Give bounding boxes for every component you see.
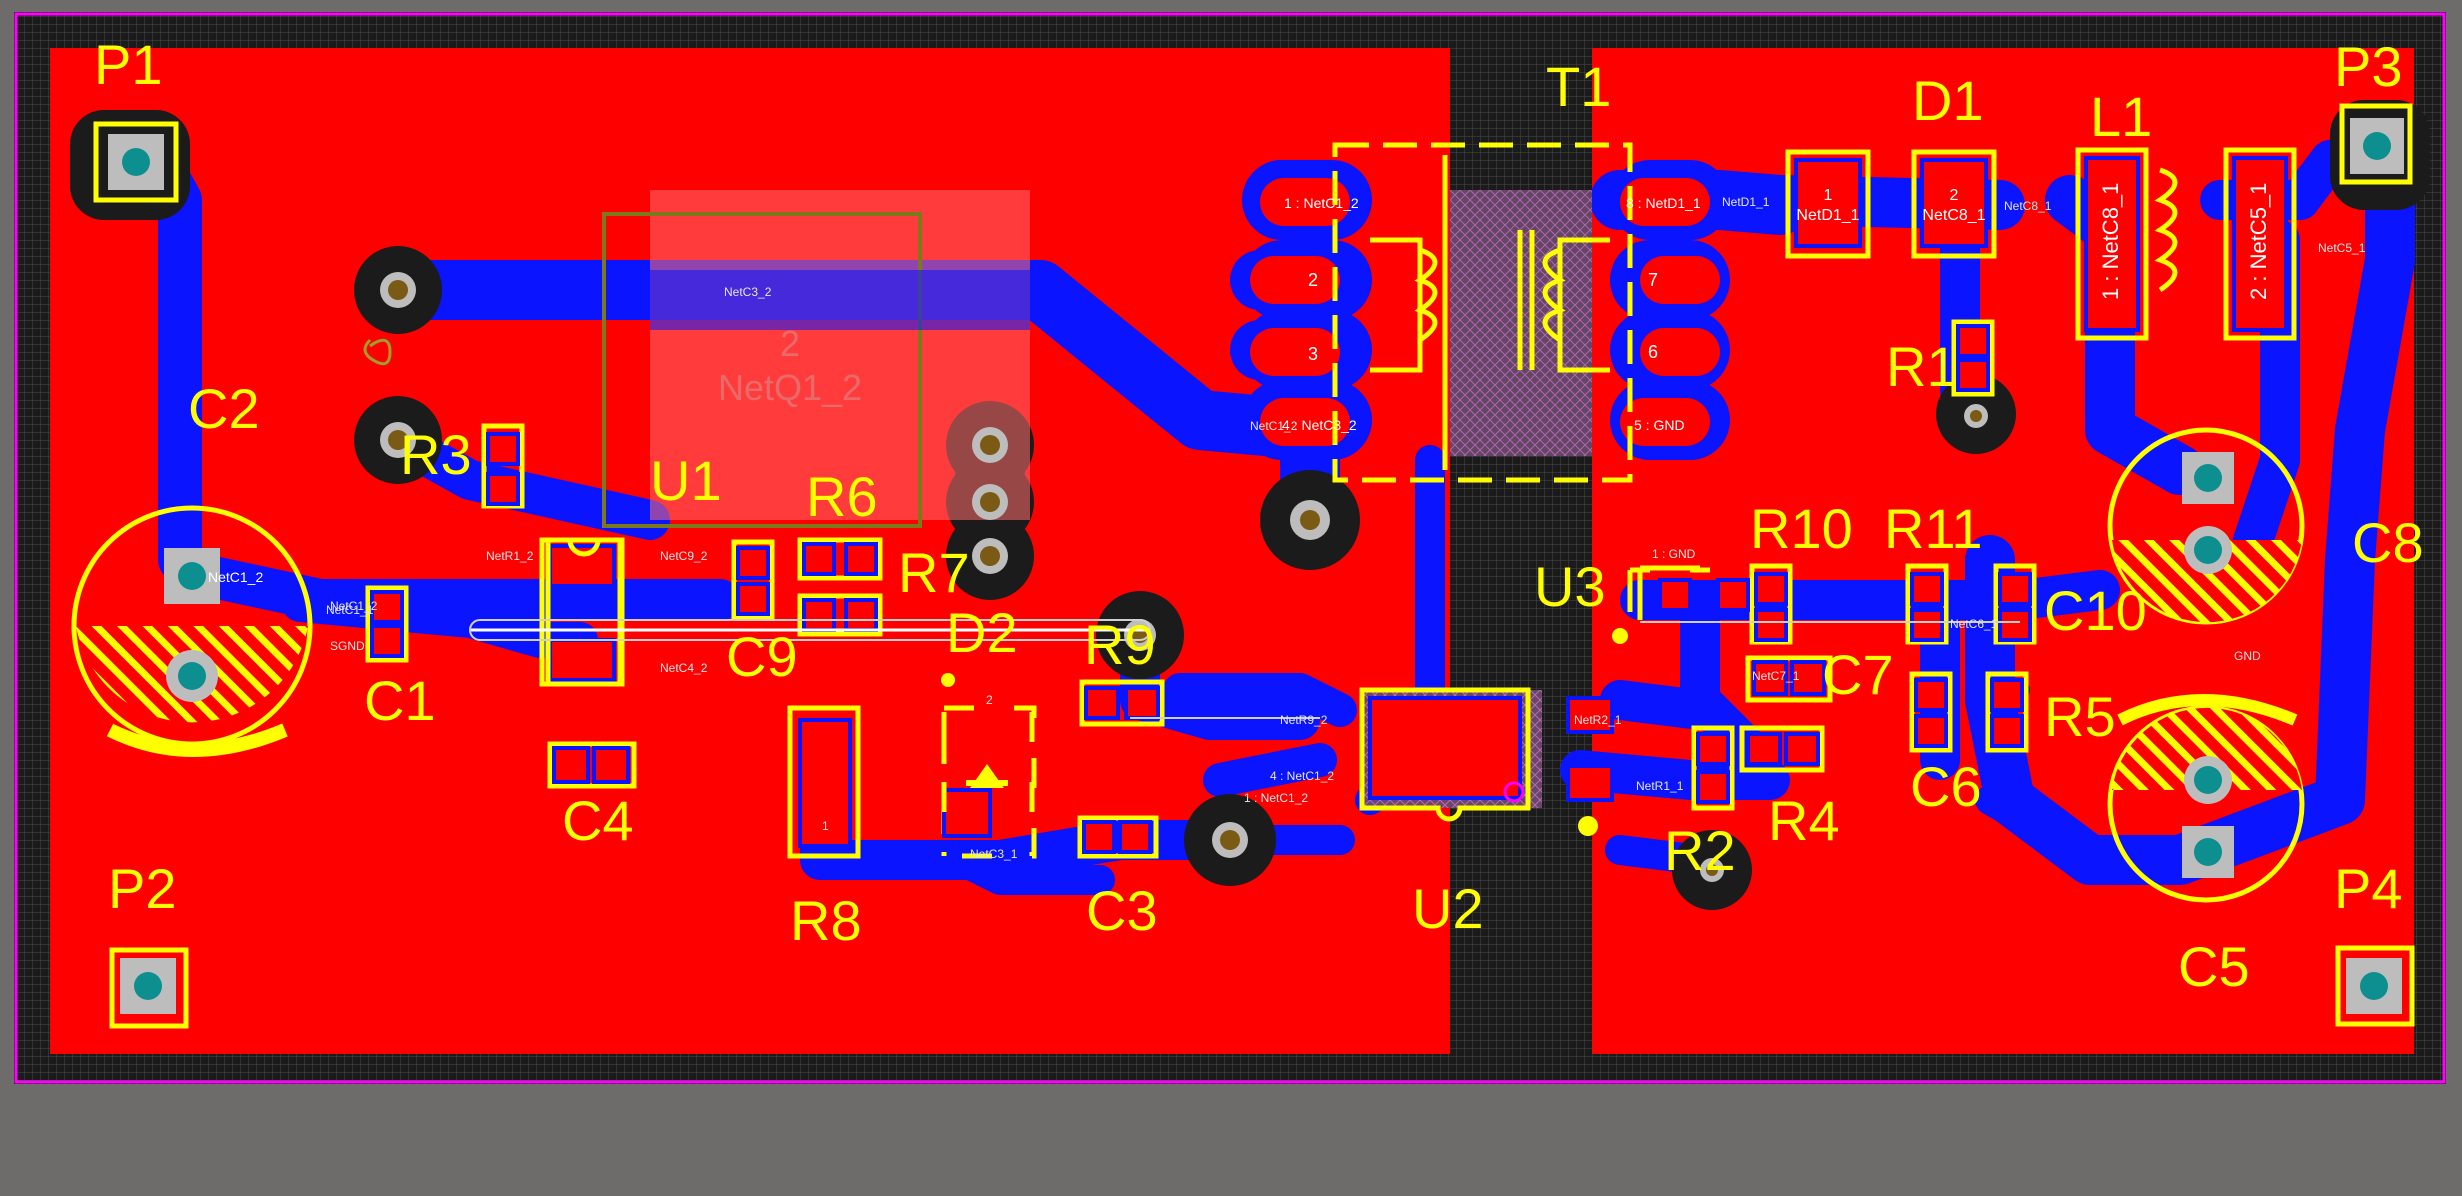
label-C9: C9 (726, 625, 798, 688)
label-U1: U1 (650, 449, 722, 512)
label-U2: U2 (1412, 877, 1484, 940)
t1-pin4: 4 : NetC3_2 (1282, 417, 1357, 433)
c5-polarity-arc (2117, 694, 2298, 726)
u1-body[interactable] (650, 190, 1030, 520)
label-D2: D2 (946, 601, 1018, 664)
label-C2: C2 (188, 377, 260, 440)
t1-pin8: 8 : NetD1_1 (1626, 195, 1701, 211)
net-label-4: NetR9_2 (1280, 713, 1328, 727)
net-label-9: NetC8_1 (2004, 199, 2052, 213)
label-R6: R6 (806, 465, 878, 528)
u2-pin1-dot (1578, 816, 1598, 836)
d2-diode[interactable] (941, 673, 1035, 856)
label-R5: R5 (2044, 685, 2116, 748)
label-U3: U3 (1534, 555, 1606, 618)
t1-pin7: 7 (1648, 270, 1658, 290)
net-label-14: NetC1_1 (326, 603, 374, 617)
label-R7: R7 (898, 541, 970, 604)
label-R10: R10 (1750, 497, 1853, 560)
u1-pin-net: NetQ1_2 (718, 367, 862, 408)
designators: P1 P2 P3 P4 T1 D1 L1 D2 U1 U2 U3 C1 C2 C… (94, 33, 2424, 998)
label-P1: P1 (94, 33, 163, 96)
u1-origin-mark (363, 338, 392, 366)
net-label-10: NetC6_1 (1950, 617, 1998, 631)
t1-pad-labels: 1 : NetC1_2 2 3 4 : NetC3_2 5 : GND 6 7 … (1282, 195, 1701, 433)
u1-outline (602, 212, 922, 528)
u1-pad-label: 2 NetQ1_2 (718, 323, 862, 408)
net-label-18: 1 : GND (1652, 547, 1696, 561)
c2-pad-net: NetC1_2 (208, 569, 263, 585)
label-R8: R8 (790, 889, 862, 952)
t1-pads[interactable] (1250, 178, 1720, 446)
label-R2: R2 (1664, 819, 1736, 882)
net-label-2: NetC3_2 (724, 285, 772, 299)
net-label-5: NetR2_1 (1574, 713, 1622, 727)
t1-pin1: 1 : NetC1_2 (1284, 195, 1359, 211)
l1-pad2: 2 : NetC5_1 (2246, 183, 2271, 300)
u1-ic-outline (545, 537, 623, 687)
component-pad-labels: 1 NetD1_1 2 NetC8_1 1 : NetC8_1 2 : NetC… (208, 183, 2271, 585)
net-label-21: 1 (822, 819, 829, 833)
label-P2: P2 (108, 857, 177, 920)
label-C10: C10 (2044, 579, 2147, 642)
c5-polarity-hatch (2112, 707, 2302, 790)
net-label-12: NetC9_2 (660, 549, 708, 563)
label-C5: C5 (2178, 935, 2250, 998)
label-C3: C3 (1086, 879, 1158, 942)
board-outline (14, 12, 2446, 1084)
net-label-22: 2 (986, 693, 993, 707)
c8-polarity-hatch (2112, 540, 2302, 623)
label-C4: C4 (562, 789, 634, 852)
label-C8: C8 (2352, 511, 2424, 574)
t1-pin6: 6 (1648, 342, 1658, 362)
net-label-3: SGND (330, 639, 365, 653)
label-R4: R4 (1768, 789, 1840, 852)
net-label-7: NetC5_1 (2318, 241, 2366, 255)
d1-pad1-net: NetD1_1 (1796, 207, 1859, 224)
smd-pads[interactable] (370, 156, 2288, 854)
l1-pad1: 1 : NetC8_1 (2098, 183, 2123, 300)
net-label-19: 1 : NetC1_2 (1244, 791, 1308, 805)
net-label-13: NetC4_2 (660, 661, 708, 675)
net-label-8: GND (2234, 649, 2261, 663)
label-C6: C6 (1910, 755, 1982, 818)
u3-pin1-dot (1612, 628, 1628, 644)
d1-pad1-num: 1 (1824, 187, 1833, 204)
net-label-17: NetR1_2 (486, 549, 534, 563)
label-R11: R11 (1884, 497, 1983, 560)
label-P3: P3 (2334, 35, 2403, 98)
label-P4: P4 (2334, 857, 2403, 920)
through-hole-pads[interactable] (108, 118, 2404, 1014)
ratsnest-highlight (469, 619, 1151, 641)
trace-net-labels: NetC1_2 NetC3_2 SGND NetR9_2 NetR2_1 Net… (326, 195, 2366, 861)
label-T1: T1 (1546, 55, 1611, 118)
label-D1: D1 (1912, 69, 1984, 132)
t1-pin2: 2 (1308, 270, 1318, 290)
net-label-15: NetD1_1 (1722, 195, 1770, 209)
t1-silkscreen (1332, 142, 1633, 483)
t1-pin3: 3 (1308, 344, 1318, 364)
net-label-11: NetC3_1 (970, 847, 1018, 861)
net-label-1: NetC1_2 (330, 599, 378, 613)
d1-pad2-net: NetC8_1 (1922, 207, 1985, 224)
label-R9: R9 (1084, 613, 1156, 676)
u2-marker (1503, 781, 1525, 803)
net-label-16: NetC1_2 (1250, 419, 1298, 433)
label-C7: C7 (1822, 643, 1894, 706)
u1-trace-under (650, 270, 1030, 330)
t1-pin5: 5 : GND (1634, 417, 1685, 433)
net-label-20: 4 : NetC1_2 (1270, 769, 1334, 783)
net-label-23: NetC7_1 (1752, 669, 1800, 683)
label-L1: L1 (2090, 85, 2152, 148)
label-R1: R1 (1886, 335, 1958, 398)
net-label-6: NetR1_1 (1636, 779, 1684, 793)
c2-polarity-arc (106, 723, 288, 757)
label-C1: C1 (364, 669, 436, 732)
d1-pad2-num: 2 (1950, 187, 1959, 204)
silkscreen-outlines (71, 103, 2415, 1029)
label-R3: R3 (400, 423, 472, 486)
u1-pin-number: 2 (780, 323, 800, 364)
